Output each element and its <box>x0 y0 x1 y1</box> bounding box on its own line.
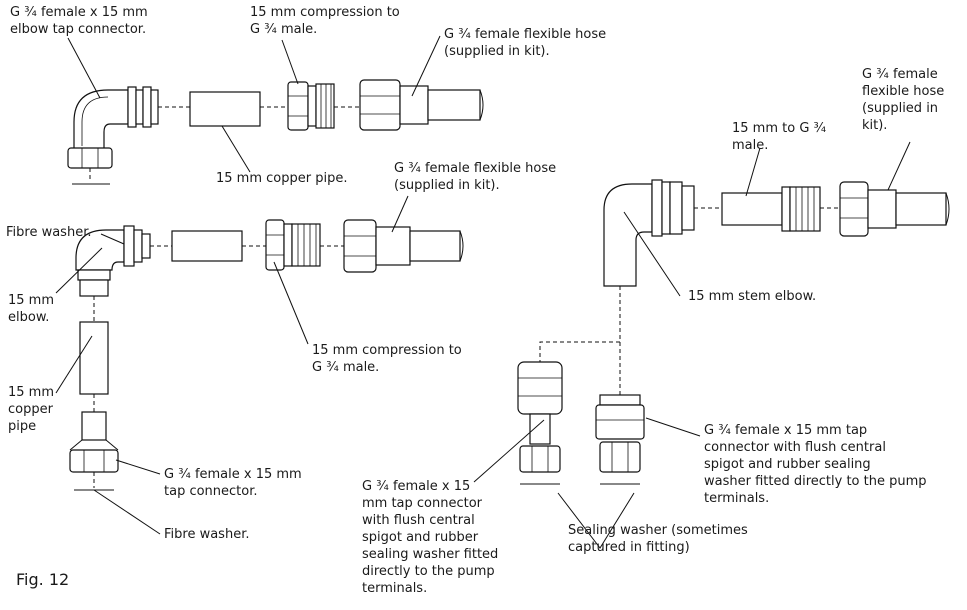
label-compression-top: 15 mm compression to G ¾ male. <box>250 5 400 37</box>
center-tap-connector <box>517 361 563 473</box>
left-copper-pipe <box>79 321 109 395</box>
label-fibre-washer-top: Fibre washer. <box>6 225 92 240</box>
label-fibre-washer-bottom: Fibre washer. <box>164 527 250 542</box>
label-copper-pipe-mid: 15 mm copper pipe. <box>216 171 348 186</box>
label-15mm-elbow: 15 mm elbow. <box>8 293 55 325</box>
figure-label: Fig. 12 <box>16 570 70 589</box>
mid-copper-pipe <box>171 230 243 262</box>
label-hose-right: G ¾ female flexible hose (supplied in ki… <box>862 67 945 133</box>
label-hose-mid: G ¾ female flexible hose (supplied in ki… <box>394 161 557 193</box>
label-tap-connector-right: G ¾ female x 15 mm tap connector with fl… <box>704 423 927 506</box>
top-flexible-hose <box>359 79 484 131</box>
label-hose-top: G ¾ female flexible hose (supplied in ki… <box>444 27 607 59</box>
leader-lines <box>55 35 911 549</box>
label-compression-mid: 15 mm compression to G ¾ male. <box>312 343 462 375</box>
right-flexible-hose <box>839 181 950 237</box>
mid-compression-fitting <box>265 219 321 271</box>
label-elbow-tap-connector: G ¾ female x 15 mm elbow tap connector. <box>10 5 148 37</box>
to-g34-male-fitting <box>721 186 821 232</box>
stem-elbow <box>603 179 695 287</box>
dashed-guide-left <box>539 286 621 362</box>
label-stem-elbow: 15 mm stem elbow. <box>688 289 817 304</box>
left-tap-connector <box>69 411 119 473</box>
top-elbow-tap-connector <box>67 86 159 169</box>
mid-flexible-hose <box>343 219 464 273</box>
mid-elbow <box>75 225 151 297</box>
label-tap-connector-center: G ¾ female x 15 mm tap connector with fl… <box>362 479 499 596</box>
top-copper-pipe <box>189 91 261 127</box>
right-tap-connector <box>595 394 645 473</box>
label-tap-connector-left: G ¾ female x 15 mm tap connector. <box>164 467 302 499</box>
label-sealing-washer: Sealing washer (sometimes captured in fi… <box>568 523 748 555</box>
label-copper-pipe-left: 15 mm copper pipe <box>8 385 55 434</box>
top-compression-fitting <box>287 81 335 131</box>
label-15mm-to-g34-male: 15 mm to G ¾ male. <box>732 121 827 153</box>
